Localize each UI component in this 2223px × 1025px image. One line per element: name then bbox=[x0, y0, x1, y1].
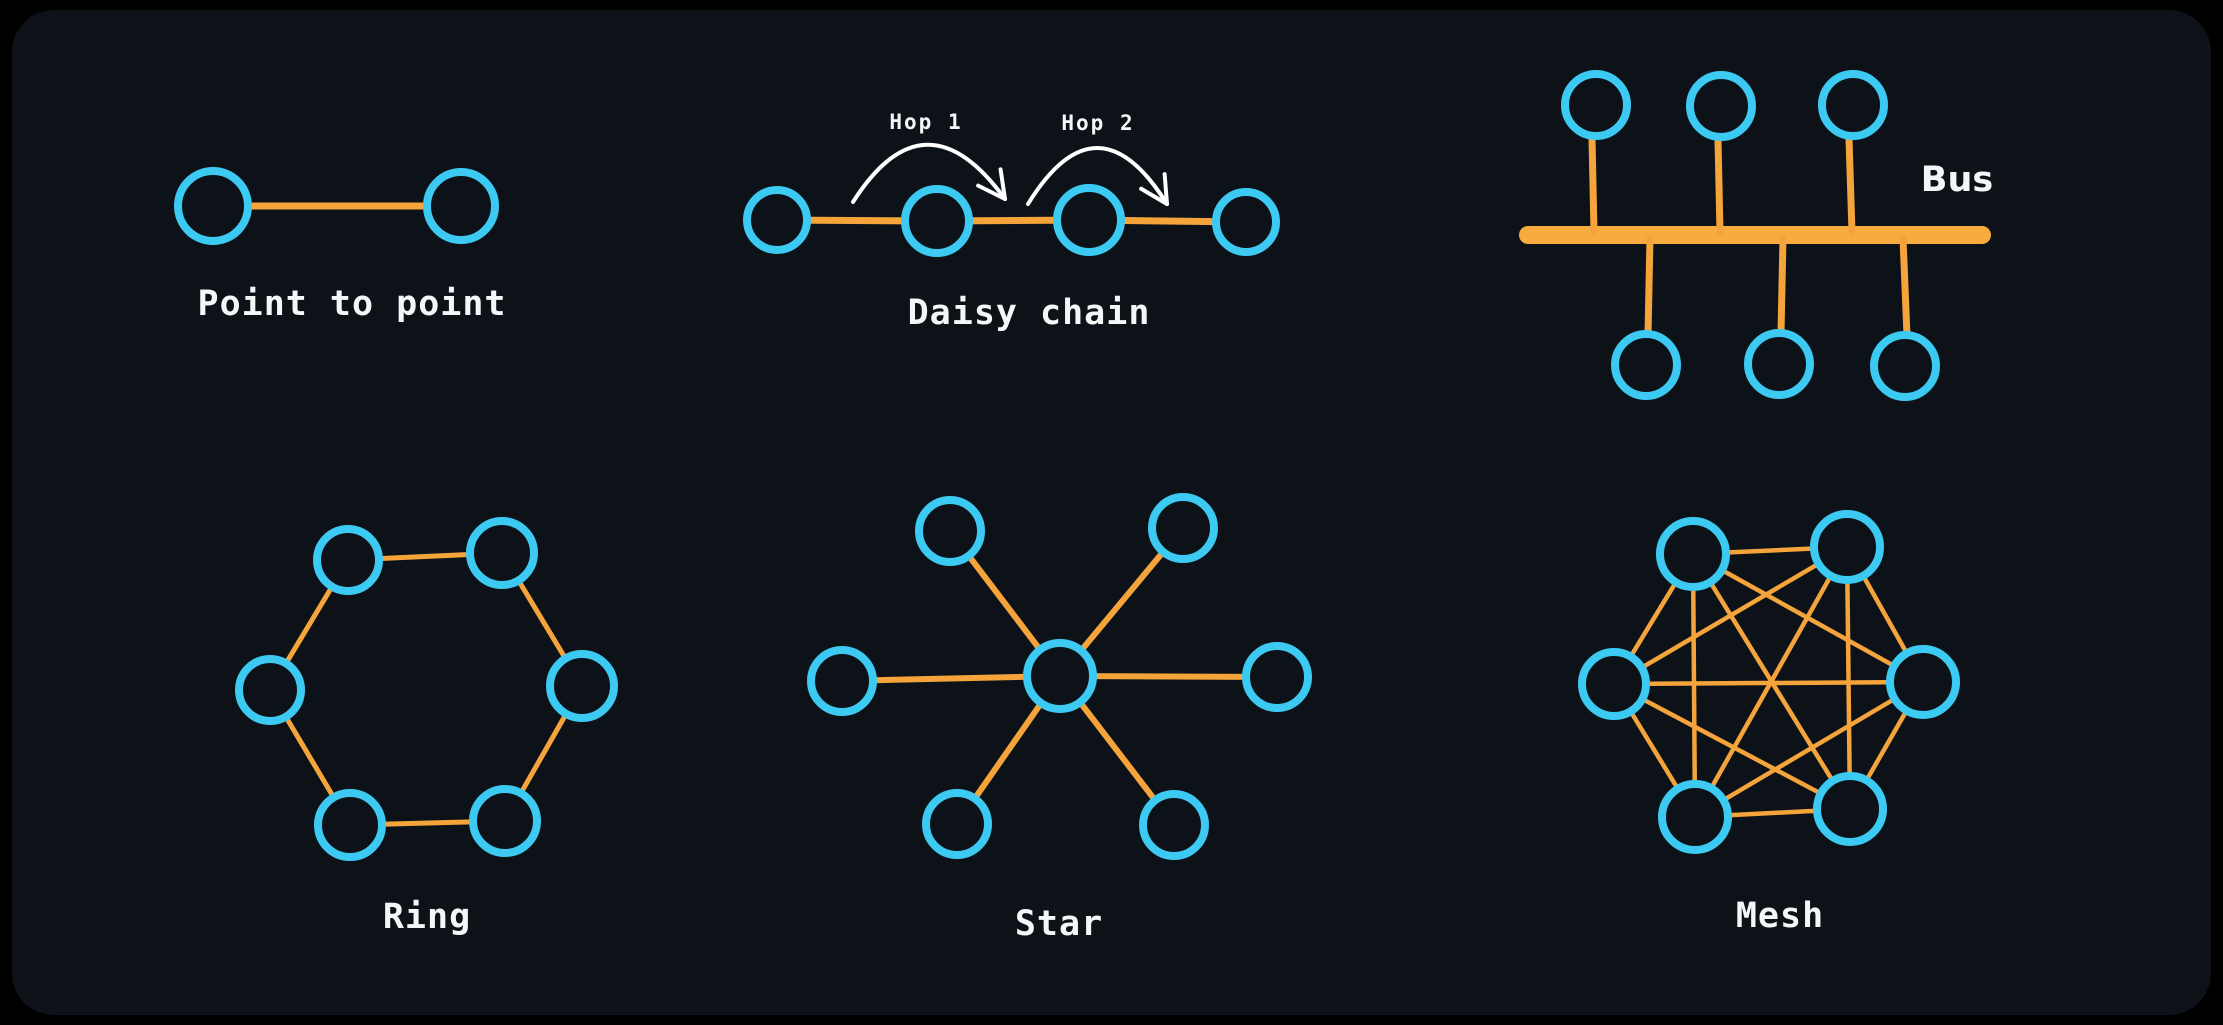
hop-arrow bbox=[851, 142, 1007, 204]
mesh-link bbox=[1611, 681, 1853, 812]
mesh-label: Mesh bbox=[1735, 896, 1825, 936]
daisy-chain-label: Daisy chain bbox=[907, 293, 1151, 333]
mesh-link bbox=[1611, 679, 1926, 687]
ring-node bbox=[466, 517, 538, 589]
bus-drop-line bbox=[1644, 234, 1654, 339]
mesh-node bbox=[1658, 780, 1732, 854]
bus-drop-line bbox=[1714, 136, 1724, 236]
hop-arrowhead bbox=[998, 167, 1007, 201]
mesh-topology bbox=[1578, 510, 1960, 854]
hop-arrowhead bbox=[976, 183, 1007, 201]
mesh-link bbox=[1692, 679, 1926, 820]
star-node bbox=[922, 789, 992, 859]
ring-node bbox=[313, 525, 383, 595]
star-node bbox=[1148, 493, 1218, 563]
ring-node bbox=[546, 650, 618, 722]
hop-1-label: Hop 1 bbox=[889, 110, 963, 134]
bus-drop-line bbox=[1588, 134, 1598, 236]
ring-node bbox=[469, 785, 541, 857]
bus-node bbox=[1611, 330, 1681, 400]
bus-label: Bus bbox=[1920, 160, 1994, 200]
point-to-point-node bbox=[174, 167, 252, 245]
hop-arrowhead bbox=[1162, 172, 1169, 206]
ring-node bbox=[235, 655, 305, 725]
hop-arrow bbox=[1026, 146, 1169, 206]
bus-drop-line bbox=[1845, 135, 1856, 236]
bus-node bbox=[1744, 329, 1814, 399]
daisy-chain-node bbox=[1212, 188, 1280, 256]
hop-arrowhead bbox=[1139, 186, 1169, 206]
point-to-point-topology bbox=[174, 167, 499, 245]
star-node bbox=[1139, 790, 1209, 860]
star-topology bbox=[807, 493, 1312, 860]
mesh-node bbox=[1810, 510, 1884, 584]
daisy-chain-node bbox=[743, 186, 811, 254]
mesh-node bbox=[1813, 772, 1887, 846]
daisy-chain-node bbox=[1053, 184, 1125, 256]
ring-topology bbox=[235, 517, 618, 861]
mesh-node bbox=[1578, 648, 1650, 720]
ring-label: Ring bbox=[382, 897, 472, 937]
hop-2-label: Hop 2 bbox=[1061, 111, 1135, 135]
point-to-point-label: Point to point bbox=[197, 284, 507, 324]
bus-node bbox=[1561, 70, 1631, 140]
bus-node bbox=[1818, 70, 1888, 140]
star-node bbox=[807, 646, 877, 716]
bus-drop-line bbox=[1899, 234, 1911, 340]
star-node bbox=[1023, 639, 1097, 713]
point-to-point-node bbox=[423, 168, 499, 244]
bus-drop-line bbox=[1777, 234, 1787, 337]
mesh-link bbox=[1611, 544, 1850, 687]
bus-node bbox=[1870, 331, 1940, 401]
mesh-node bbox=[1656, 517, 1730, 591]
bus-node bbox=[1686, 71, 1756, 141]
star-label: Star bbox=[1014, 904, 1104, 944]
mesh-node bbox=[1886, 645, 1960, 719]
daisy-chain-node bbox=[901, 185, 973, 257]
star-node bbox=[1242, 642, 1312, 712]
mesh-link bbox=[1844, 544, 1853, 812]
star-node bbox=[915, 496, 985, 566]
ring-node bbox=[314, 789, 386, 861]
daisy-chain-topology bbox=[743, 142, 1280, 257]
bus-topology bbox=[1519, 70, 1991, 401]
